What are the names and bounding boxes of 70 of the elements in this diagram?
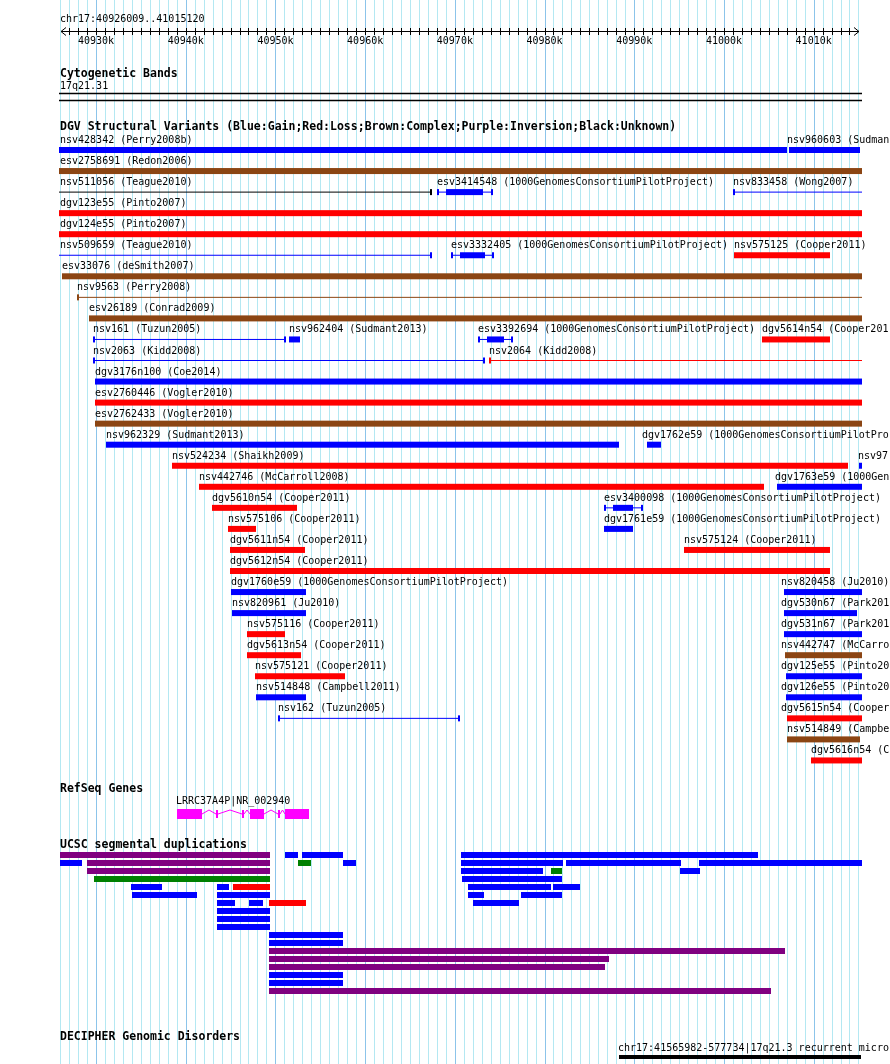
tick-label: 41010k [795, 35, 832, 46]
feature-label: nsv428342 (Perry2008b) [60, 134, 193, 145]
feature-label: dgv531n67 (Park201 [781, 618, 890, 630]
tick-label: 40970k [436, 35, 473, 46]
feature-label: nsv820961 (Ju2010) [232, 597, 341, 609]
gene-label: LRRC37A4P|NR_002940 [176, 795, 291, 806]
tick-label: 40950k [257, 35, 294, 46]
feature-label: nsv514848 (Campbell2011) [256, 681, 401, 693]
feature-label: esv2758691 (Redon2006) [60, 155, 193, 167]
feature-label: dgv5612n54 (Cooper2011) [230, 555, 369, 566]
feature-label: dgv124e55 (Pinto2007) [60, 218, 187, 230]
feature-label: nsv820458 (Ju2010) [781, 576, 890, 588]
tick-label: 40980k [526, 35, 563, 46]
tick-label: 40940k [167, 35, 204, 46]
feature-label: nsv9563 (Perry2008) [77, 281, 192, 293]
feature-label: esv3414548 (1000GenomesConsortiumPilotProject) [437, 176, 714, 188]
feature-label: dgv1761e59 (1000GenomesConsortiumPilotProject) [604, 512, 881, 524]
feature-label: nsv575116 (Cooper2011) [247, 618, 380, 630]
tick-label: 40960k [347, 35, 384, 46]
feature-label: nsv2064 (Kidd2008) [489, 344, 598, 356]
feature-label: nsv97 [858, 449, 889, 461]
feature-label: nsv575106 (Cooper2011) [228, 512, 361, 524]
feature-label: nsv162 (Tuzun2005) [278, 702, 387, 714]
feature-label: nsv575124 (Cooper2011) [684, 533, 817, 545]
feature-label: dgv5614n54 (Cooper201 [762, 323, 889, 335]
feature-label: nsv524234 (Shaikh2009) [172, 449, 305, 461]
feature-label: dgv1763e59 (1000Gen [775, 470, 890, 482]
feature-label: dgv5616n54 (C [811, 744, 890, 756]
feature-label: dgv3176n100 (Coe2014) [95, 365, 222, 377]
feature-label: dgv125e55 (Pinto20 [781, 660, 890, 672]
feature-label: esv33076 (deSmith2007) [62, 260, 195, 272]
feature-label: dgv530n67 (Park201 [781, 597, 890, 609]
feature-label: nsv2063 (Kidd2008) [93, 344, 202, 356]
track-title: RefSeq Genes [60, 782, 144, 795]
feature-label: nsv962404 (Sudmant2013) [289, 323, 428, 335]
tick-label: 41000k [705, 35, 742, 46]
feature-label: nsv509659 (Teague2010) [60, 239, 193, 251]
track-title: UCSC segmental duplications [60, 838, 247, 851]
feature-label: esv3392694 (1000GenomesConsortiumPilotProject) [478, 323, 755, 335]
feature-label: dgv5610n54 (Cooper2011) [212, 491, 351, 503]
feature-label: dgv123e55 (Pinto2007) [60, 197, 187, 209]
feature-label: nsv442747 (McCarro [781, 639, 890, 651]
feature-label: nsv161 (Tuzun2005) [93, 323, 202, 335]
tick-label: 40990k [616, 35, 653, 46]
feature-label: esv3332405 (1000GenomesConsortiumPilotProject) [451, 239, 728, 251]
location-label: chr17:40926009..41015120 [60, 13, 205, 24]
feature-label: dgv126e55 (Pinto20 [781, 681, 890, 693]
feature-label: nsv511056 (Teague2010) [60, 176, 193, 188]
feature-label: esv26189 (Conrad2009) [89, 302, 216, 314]
feature-label: nsv514849 (Campbe [787, 723, 890, 735]
feature-label: esv3400098 (1000GenomesConsortiumPilotProject) [604, 491, 881, 503]
feature-label: dgv5611n54 (Cooper2011) [230, 533, 369, 545]
band-label: 17q21.31 [60, 80, 109, 91]
feature-label: dgv5613n54 (Cooper2011) [247, 639, 386, 651]
feature-label: esv2762433 (Vogler2010) [95, 407, 234, 419]
feature-label: dgv1762e59 (1000GenomesConsortiumPilotPro [642, 428, 889, 440]
feature-label: chr17:41565982-577734|17q21.3 recurrent micro [618, 1042, 889, 1053]
feature-label: nsv442746 (McCarroll2008) [199, 470, 350, 482]
feature-label: nsv833458 (Wong2007) [733, 176, 854, 188]
feature-label: esv2760446 (Vogler2010) [95, 386, 234, 398]
feature-label: dgv5615n54 (Cooper [781, 702, 890, 714]
track-title: DGV Structural Variants (Blue:Gain;Red:Loss;Brown:Complex;Purple:Inversion;Black:Unknown) [60, 120, 677, 133]
tick-label: 40930k [78, 35, 115, 46]
feature-label: nsv960603 (Sudman [787, 134, 890, 145]
track-title: Cytogenetic Bands [60, 67, 178, 80]
feature-label: dgv1760e59 (1000GenomesConsortiumPilotProject) [231, 576, 508, 588]
feature-label: nsv575125 (Cooper2011) [734, 239, 867, 251]
track-title: DECIPHER Genomic Disorders [60, 1030, 240, 1043]
feature-label: nsv962329 (Sudmant2013) [106, 428, 245, 440]
feature-label: nsv575121 (Cooper2011) [255, 660, 388, 672]
